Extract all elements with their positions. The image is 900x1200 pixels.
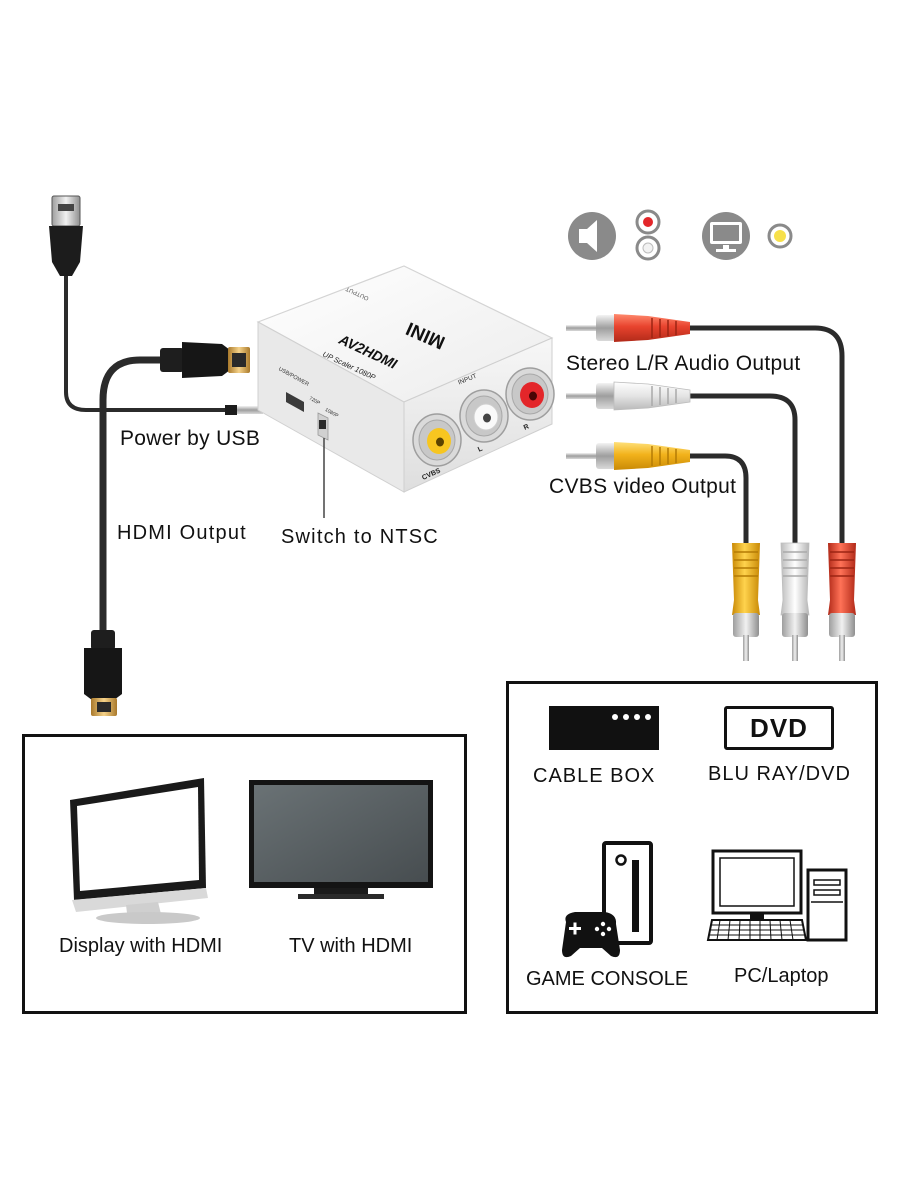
hdmi-cable <box>84 342 250 716</box>
cvbs-jack <box>412 413 462 467</box>
video-rca-icon <box>767 223 793 249</box>
speaker-icon <box>568 212 616 260</box>
monitor-icon <box>70 778 208 924</box>
adapter-720-text: 720P <box>308 396 322 407</box>
power-by-usb-label: Power by USB <box>120 427 261 450</box>
rca-cables <box>566 314 856 661</box>
blu-ray-dvd-label: BLU RAY/DVD <box>708 763 851 785</box>
monitor-indicator-icon <box>702 212 750 260</box>
switch-to-ntsc-label: Switch to NTSC <box>281 526 439 548</box>
display-with-hdmi-label: Display with HDMI <box>59 935 223 957</box>
game-console-icon <box>562 841 653 958</box>
hdmi-display-panel <box>22 734 467 1014</box>
av2hdmi-adapter: MINI AV2HDMI UP Scaler 1080P OUTPUT INPU… <box>256 265 555 493</box>
tv-with-hdmi-label: TV with HDMI <box>289 935 413 957</box>
tv-icon <box>249 780 433 899</box>
av-source-panel <box>506 681 878 1014</box>
hdmi-output-label: HDMI Output <box>117 522 247 544</box>
game-console-label: GAME CONSOLE <box>526 968 689 990</box>
pc-laptop-label: PC/Laptop <box>734 965 829 987</box>
dvd-logo-icon: DVD <box>724 706 834 750</box>
usb-power-cable <box>49 195 263 415</box>
audio-l-jack <box>459 389 509 443</box>
cable-box-icon <box>549 706 659 750</box>
cvbs-video-output-label: CVBS video Output <box>549 475 737 498</box>
adapter-l-text: L <box>477 445 484 453</box>
stereo-audio-output-label: Stereo L/R Audio Output <box>566 352 801 375</box>
adapter-r-text: R <box>523 423 530 431</box>
audio-r-jack <box>505 367 555 421</box>
cable-box-label: CABLE BOX <box>533 765 656 787</box>
audio-rca-icon <box>635 209 661 261</box>
pc-icon <box>706 849 848 942</box>
